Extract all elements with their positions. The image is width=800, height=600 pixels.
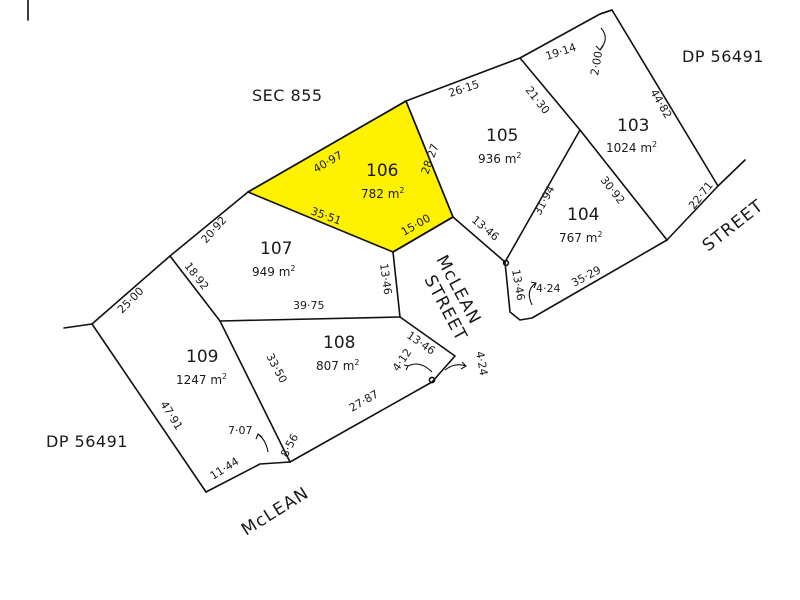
lot-107-north-boundary bbox=[169, 191, 249, 322]
survey-mark-108 bbox=[428, 376, 436, 384]
dim-39-75: 39·75 bbox=[293, 299, 325, 312]
dim-7-07: 7·07 bbox=[228, 424, 253, 437]
sec-855-label: SEC 855 bbox=[252, 86, 323, 105]
lot-109-north-boundary bbox=[63, 255, 171, 329]
lot-106-number[interactable]: 106 bbox=[366, 161, 398, 181]
lot-108-number[interactable]: 108 bbox=[323, 333, 355, 353]
lot-109-area: 1247 m2 bbox=[176, 372, 227, 387]
arrow-2-00-head bbox=[595, 44, 604, 51]
dim-4-12: 4·12 bbox=[390, 346, 415, 374]
arrow-4-24-104-head bbox=[530, 281, 537, 289]
dim-2-00: 2·00 bbox=[588, 50, 605, 76]
lot-107-number[interactable]: 107 bbox=[260, 239, 292, 259]
dim-13-46-a: 13·46 bbox=[469, 213, 501, 243]
dim-26-15: 26·15 bbox=[447, 78, 481, 100]
mclean-label-bottom: McLEAN bbox=[238, 483, 313, 540]
east-boundary bbox=[599, 9, 746, 187]
arrow-4-24-108-head bbox=[460, 361, 467, 370]
lot-109-number[interactable]: 109 bbox=[186, 347, 218, 367]
lot-105-area: 936 m2 bbox=[478, 151, 522, 166]
area-unit-sup: 2 bbox=[290, 264, 295, 273]
lot-105-106-division bbox=[405, 100, 454, 218]
lot-106-area: 782 m2 bbox=[361, 186, 405, 201]
lot-105-number[interactable]: 105 bbox=[486, 126, 518, 146]
dim-19-14: 19·14 bbox=[544, 41, 578, 63]
dim-11-44: 11·44 bbox=[208, 455, 242, 483]
lot-107-108-division bbox=[219, 316, 401, 322]
area-unit-sup: 2 bbox=[354, 358, 359, 367]
dim-44-82: 44·82 bbox=[647, 87, 674, 121]
lot-104-area: 767 m2 bbox=[559, 230, 603, 245]
west-boundary bbox=[91, 323, 207, 493]
lot-108-109-division bbox=[219, 320, 291, 463]
arrow-4-24-108 bbox=[444, 364, 467, 371]
arrow-4-12 bbox=[407, 363, 433, 373]
area-unit-sup: 2 bbox=[399, 186, 404, 195]
dim-22-71: 22·71 bbox=[686, 179, 716, 212]
dim-33-50: 33·50 bbox=[263, 351, 289, 385]
lot-107-area: 949 m2 bbox=[252, 264, 296, 279]
lot-103-104-division bbox=[579, 129, 668, 241]
dim-35-29: 35·29 bbox=[569, 263, 603, 289]
area-unit-sup: 2 bbox=[652, 140, 657, 149]
lot-104-number[interactable]: 104 bbox=[567, 205, 599, 225]
arrow-7-07 bbox=[257, 433, 269, 453]
lot-107-street-frontage bbox=[392, 251, 401, 318]
lot-103-number[interactable]: 103 bbox=[617, 116, 649, 136]
dim-20-92: 20·92 bbox=[199, 214, 230, 246]
dim-21-30: 21·30 bbox=[523, 84, 553, 117]
lot-106-highlight[interactable] bbox=[247, 100, 454, 253]
dim-8-56: 8·56 bbox=[278, 432, 301, 460]
lot-108-area: 807 m2 bbox=[316, 358, 360, 373]
arrow-2-00 bbox=[599, 27, 606, 51]
dim-4-24-104: 4·24 bbox=[536, 282, 561, 295]
lot-106-street-frontage bbox=[392, 216, 454, 253]
lot-103-area: 1024 m2 bbox=[606, 140, 657, 155]
lot-105-street-frontage bbox=[452, 216, 506, 263]
dp-56491-left-label: DP 56491 bbox=[46, 432, 128, 451]
lot-109-south-frontage bbox=[205, 461, 291, 493]
dim-4-24-108: 4·24 bbox=[473, 350, 490, 376]
dim-13-46-b: 13·46 bbox=[509, 268, 527, 301]
dim-30-92: 30·92 bbox=[598, 174, 628, 207]
arrow-4-24-104 bbox=[528, 282, 537, 306]
survey-mark-104 bbox=[502, 259, 510, 267]
area-unit-sup: 2 bbox=[516, 151, 521, 160]
street-label-right: STREET bbox=[699, 196, 768, 256]
lot-108-street-frontage bbox=[289, 316, 456, 463]
dim-31-94: 31·94 bbox=[531, 183, 557, 217]
arrow-7-07-head bbox=[255, 433, 263, 440]
arrow-4-12-head bbox=[403, 364, 409, 371]
dp-56491-top-label: DP 56491 bbox=[682, 47, 764, 66]
area-unit-sup: 2 bbox=[222, 372, 227, 381]
street-frontage-103 bbox=[666, 185, 719, 241]
dim-27-87: 27·87 bbox=[347, 388, 381, 415]
lot-104-south-boundary bbox=[504, 239, 668, 321]
area-unit-sup: 2 bbox=[597, 230, 602, 239]
dim-13-46-c: 13·46 bbox=[377, 263, 394, 296]
